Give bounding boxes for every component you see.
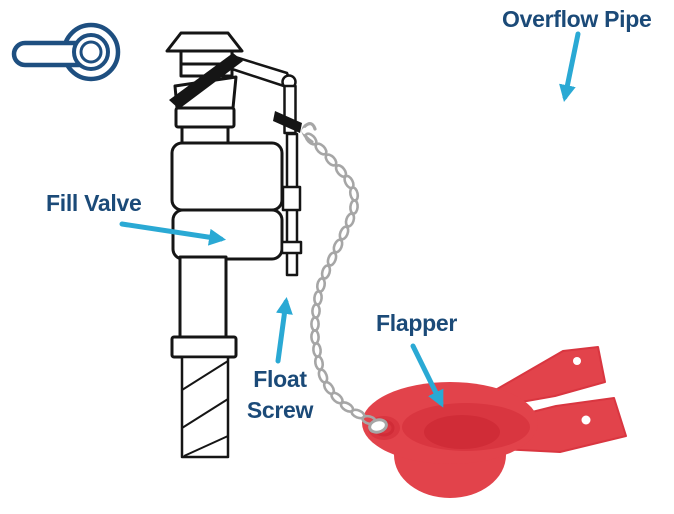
flush-handle-icon	[11, 22, 121, 82]
valve-body-upper	[170, 141, 284, 212]
label-float-screw-line2: Screw	[246, 397, 314, 423]
flapper-arrow	[410, 343, 444, 408]
lift-chain-drawing	[301, 122, 388, 434]
callout-arrows	[119, 31, 581, 408]
label-float-screw-line1: Float	[253, 366, 307, 392]
float-screw-rod	[280, 132, 303, 277]
fill-valve-arrow	[119, 221, 227, 246]
valve-lever-band	[169, 53, 243, 109]
label-fill-valve: Fill Valve	[46, 190, 142, 216]
flapper-drawing	[362, 346, 627, 498]
label-overflow-pipe: Overflow Pipe	[502, 6, 652, 32]
label-float-screw: Float Screw	[228, 364, 332, 426]
float-screw-arrow	[275, 296, 293, 364]
chain-end-ring	[368, 418, 388, 434]
label-flapper: Flapper	[376, 310, 457, 336]
valve-flange	[170, 335, 238, 359]
valve-cap	[165, 31, 244, 53]
overflow-pipe-arrow	[559, 31, 581, 102]
chain-hook-hole	[301, 127, 309, 135]
valve-threaded-shank	[180, 355, 230, 459]
fill-valve-drawing	[165, 31, 303, 459]
chain-clip	[273, 111, 302, 133]
